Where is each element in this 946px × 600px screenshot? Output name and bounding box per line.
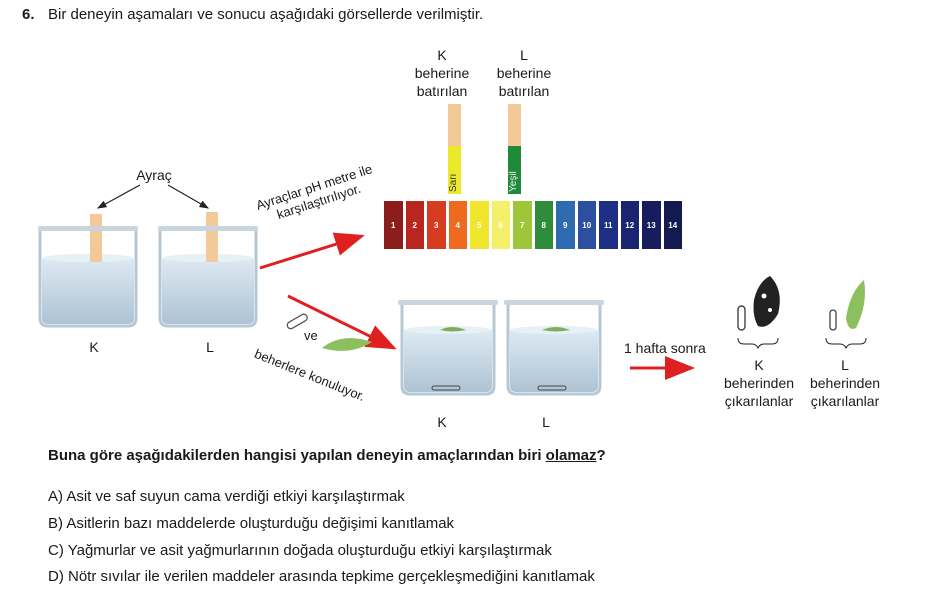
ph-box-1: 1 bbox=[384, 201, 403, 249]
question-prompt: Buna göre aşağıdakilerden hangisi yapıla… bbox=[48, 447, 606, 464]
arrow-to-beakers bbox=[287, 294, 397, 350]
ph-box-6: 6 bbox=[491, 201, 510, 249]
beaker-l-final bbox=[504, 300, 604, 396]
beaker-k-label: K bbox=[89, 339, 99, 355]
ph-box-9: 9 bbox=[556, 201, 575, 249]
ph-box-3: 3 bbox=[427, 201, 446, 249]
paperclip-icon bbox=[286, 313, 308, 330]
result-k-items bbox=[737, 276, 780, 350]
strip-l-title: L beherine batırılan bbox=[496, 47, 552, 99]
ph-box-5: 5 bbox=[470, 201, 489, 249]
question-number: 6. bbox=[22, 6, 35, 23]
ph-box-4: 4 bbox=[448, 201, 467, 249]
beaker-k-initial bbox=[38, 214, 138, 328]
option-c[interactable]: C) Yağmurlar ve asit yağmurlarının doğad… bbox=[48, 542, 552, 559]
ph-box-7: 7 bbox=[513, 201, 532, 249]
arrow-to-ph bbox=[259, 232, 365, 270]
ph-box-14: 14 bbox=[663, 201, 682, 249]
reagent-arrow-k bbox=[96, 184, 141, 209]
beaker-k-final bbox=[398, 300, 498, 396]
leaf-icon bbox=[322, 338, 372, 351]
result-l-label: L beherinden çıkarılanlar bbox=[809, 357, 881, 409]
emphasis-word: olamaz bbox=[545, 447, 597, 464]
ph-box-13: 13 bbox=[642, 201, 661, 249]
option-b[interactable]: B) Asitlerin bazı maddelerde oluşturduğu… bbox=[48, 515, 455, 532]
strip-k bbox=[448, 104, 461, 194]
beaker-l-initial bbox=[158, 212, 258, 328]
question-intro: Bir deneyin aşamaları ve sonucu aşağıdak… bbox=[48, 6, 484, 23]
reagent-label: Ayraç bbox=[136, 167, 172, 183]
option-d[interactable]: D) Nötr sıvılar ile verilen maddeler ara… bbox=[48, 568, 595, 585]
result-k-label: K beherinden çıkarılanlar bbox=[723, 357, 795, 409]
ph-box-12: 12 bbox=[620, 201, 639, 249]
ph-box-8: 8 bbox=[534, 201, 553, 249]
strip-k-title: K beherine batırılan bbox=[414, 47, 470, 99]
strip-l-color-name: Yeşil bbox=[508, 171, 519, 192]
week-label: 1 hafta sonra bbox=[624, 340, 706, 356]
result-l-items bbox=[825, 280, 867, 350]
ph-box-11: 11 bbox=[599, 201, 618, 249]
beaker-l-final-label: L bbox=[542, 414, 550, 430]
beaker-k-final-label: K bbox=[437, 414, 447, 430]
option-a[interactable]: A) Asit ve saf suyun cama verdiği etkiyi… bbox=[48, 488, 405, 505]
beaker-l-label: L bbox=[206, 339, 214, 355]
arrow-bottom-text-1: ve bbox=[304, 328, 318, 343]
ph-box-2: 2 bbox=[405, 201, 424, 249]
strip-k-color-name: Sarı bbox=[448, 173, 459, 192]
strip-l bbox=[508, 104, 521, 194]
reagent-arrow-l bbox=[167, 184, 210, 209]
experiment-figure bbox=[38, 104, 867, 396]
ph-box-10: 10 bbox=[577, 201, 596, 249]
